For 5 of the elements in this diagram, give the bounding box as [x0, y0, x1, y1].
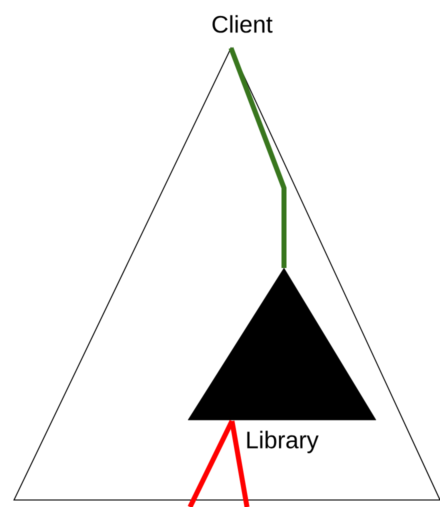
- line: [188, 420, 234, 507]
- line: [230, 420, 250, 507]
- line: [228, 47, 286, 268]
- node-label: Client: [212, 15, 272, 33]
- node-label: Library: [247, 430, 319, 454]
